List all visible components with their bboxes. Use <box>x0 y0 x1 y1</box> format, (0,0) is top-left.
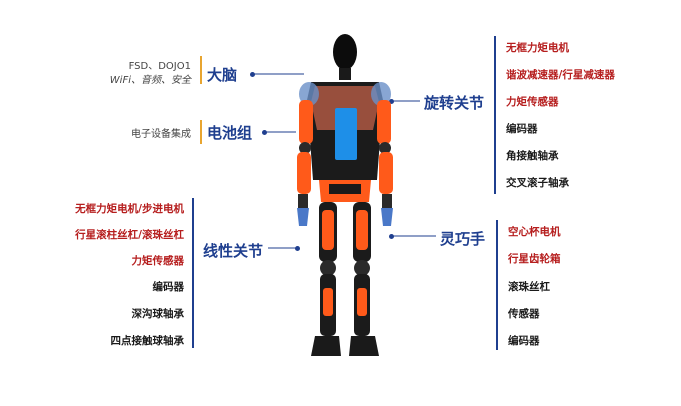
humanoid-robot-illustration <box>297 34 393 356</box>
battery-pack <box>335 108 357 160</box>
rotary-dot <box>389 99 394 104</box>
hand-item: 编码器 <box>508 335 540 347</box>
linear-item: 无框力矩电机/步进电机 <box>75 203 184 215</box>
linear-item: 力矩传感器 <box>131 255 185 267</box>
linear-item: 深沟球轴承 <box>131 308 185 320</box>
hand-item: 滚珠丝杠 <box>508 281 550 293</box>
rotary-title: 旋转关节 <box>424 94 485 112</box>
brain-title: 大脑 <box>207 66 238 84</box>
battery-line1: 电子设备集成 <box>131 129 191 140</box>
rotary-item: 力矩传感器 <box>506 96 559 108</box>
brain-line1: FSD、DOJO1 <box>128 61 191 72</box>
brain-dot <box>250 72 255 77</box>
battery-title: 电池组 <box>207 124 253 142</box>
linear-item: 编码器 <box>152 281 185 293</box>
linear-divider <box>192 198 194 348</box>
linear-title: 线性关节 <box>203 242 264 260</box>
rotary-item: 谐波减速器/行星减速器 <box>506 69 615 81</box>
hand-title: 灵巧手 <box>440 230 486 248</box>
battery-accent-bar <box>200 120 202 144</box>
rotary-divider <box>494 36 496 194</box>
linear-item: 行星滚柱丝杠/滚珠丝杠 <box>75 229 184 241</box>
hand-dot <box>389 234 394 239</box>
linear-dot <box>295 246 300 251</box>
rotary-item: 交叉滚子轴承 <box>506 177 569 189</box>
hand-divider <box>496 220 498 350</box>
hand-item: 空心杯电机 <box>508 226 561 238</box>
rotary-item: 编码器 <box>506 123 538 135</box>
brain-accent-bar <box>200 56 202 84</box>
hand-item: 传感器 <box>508 308 540 320</box>
rotary-item: 角接触轴承 <box>506 150 559 162</box>
brain-line2: WiFi、音频、安全 <box>109 75 191 86</box>
rotary-item: 无框力矩电机 <box>506 42 569 54</box>
linear-item: 四点接触球轴承 <box>110 335 185 347</box>
battery-dot <box>262 130 267 135</box>
hand-item: 行星齿轮箱 <box>508 253 561 265</box>
